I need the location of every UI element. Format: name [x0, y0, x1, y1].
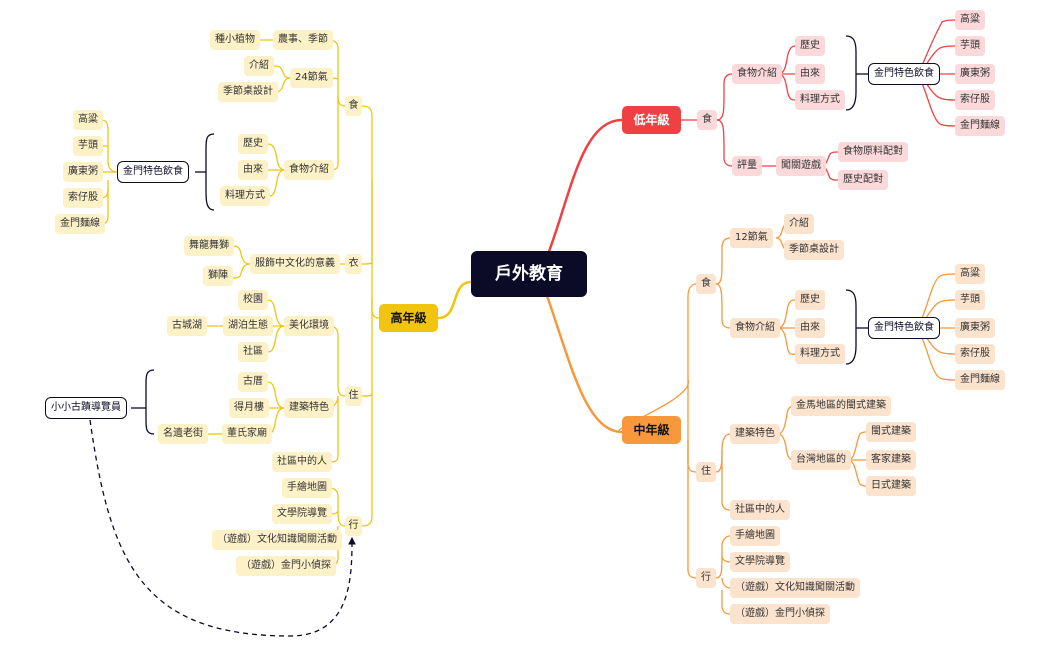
middle-specialty-item[interactable]: 高粱: [955, 264, 985, 284]
senior-plant-node[interactable]: 種小植物: [210, 30, 260, 50]
junior-specialty-item[interactable]: 廣東粥: [955, 64, 995, 84]
root-node[interactable]: 戶外教育: [471, 251, 587, 297]
middle-specialty-food-node[interactable]: 金門特色飲食: [868, 317, 940, 339]
middle-solar-terms-node[interactable]: 12節氣: [730, 228, 773, 248]
middle-travel-item[interactable]: （遊戲）文化知識闖關活動: [730, 578, 860, 598]
senior-travel-node[interactable]: 行: [345, 516, 362, 536]
senior-cooking-node[interactable]: 料理方式: [220, 186, 270, 206]
middle-living-node[interactable]: 住: [696, 462, 716, 482]
senior-travel-item[interactable]: （遊戲）金門小偵探: [236, 556, 336, 576]
senior-arch-node[interactable]: 建築特色: [284, 398, 334, 418]
junior-assessment-node[interactable]: 評量: [732, 156, 762, 176]
middle-hakka-style-node[interactable]: 客家建築: [866, 450, 916, 470]
junior-food-intro-node[interactable]: 食物介紹: [732, 64, 782, 84]
senior-farming-node[interactable]: 農事、季節: [273, 30, 333, 50]
senior-little-guide-node[interactable]: 小小古蹟導覽員: [45, 397, 127, 419]
middle-specialty-item[interactable]: 廣東粥: [955, 318, 995, 338]
senior-solar-terms-node[interactable]: 24節氣: [290, 68, 333, 88]
senior-origin-node[interactable]: 由來: [238, 160, 268, 180]
senior-beautify-node[interactable]: 美化環境: [284, 316, 334, 336]
senior-specialty-item[interactable]: 芋頭: [73, 136, 103, 156]
senior-dong-temple-node[interactable]: 董氏家廟: [222, 424, 272, 444]
senior-specialty-food-node[interactable]: 金門特色飲食: [117, 161, 189, 183]
senior-lake-ecology-node[interactable]: 湖泊生態: [223, 316, 273, 336]
junior-specialty-item[interactable]: 金門麵線: [955, 116, 1005, 136]
junior-specialty-food-node[interactable]: 金門特色飲食: [868, 63, 940, 85]
middle-specialty-item[interactable]: 芋頭: [955, 290, 985, 310]
junior-origin-node[interactable]: 由來: [795, 64, 825, 84]
senior-solar-intro-node[interactable]: 介紹: [244, 56, 274, 76]
senior-travel-item[interactable]: 文學院導覽: [272, 504, 332, 524]
middle-season-table-node[interactable]: 季節桌設計: [784, 240, 844, 260]
senior-old-street-node[interactable]: 名遺老街: [158, 424, 208, 444]
senior-lion-array-node[interactable]: 獅陣: [203, 266, 233, 286]
middle-taiwan-arch-node[interactable]: 台灣地區的: [791, 450, 851, 470]
junior-grade-node[interactable]: 低年級: [622, 106, 681, 134]
middle-origin-node[interactable]: 由來: [795, 318, 825, 338]
middle-community-people-node[interactable]: 社區中的人: [730, 500, 790, 520]
middle-travel-item[interactable]: （遊戲）金門小偵探: [730, 604, 830, 624]
senior-community-people-node[interactable]: 社區中的人: [272, 452, 332, 472]
senior-food-intro-node[interactable]: 食物介紹: [284, 160, 334, 180]
junior-challenge-game-node[interactable]: 闖關遊戲: [776, 156, 826, 176]
senior-old-house-node[interactable]: 古厝: [238, 372, 268, 392]
middle-history-node[interactable]: 歷史: [795, 290, 825, 310]
junior-ingredient-match-node[interactable]: 食物原料配對: [838, 142, 908, 162]
middle-cooking-node[interactable]: 料理方式: [795, 344, 845, 364]
middle-min-style-node[interactable]: 閩式建築: [866, 422, 916, 442]
senior-clothing-culture-node[interactable]: 服飾中文化的意義: [250, 254, 340, 274]
junior-food-node[interactable]: 食: [697, 110, 717, 130]
senior-grade-node[interactable]: 高年級: [379, 304, 438, 332]
middle-travel-item[interactable]: 文學院導覽: [730, 552, 790, 572]
middle-japanese-style-node[interactable]: 日式建築: [866, 476, 916, 496]
senior-food-node[interactable]: 食: [345, 96, 362, 116]
middle-food-node[interactable]: 食: [696, 274, 716, 294]
middle-solar-intro-node[interactable]: 介紹: [784, 214, 814, 234]
senior-specialty-item[interactable]: 索仔股: [63, 188, 103, 208]
junior-cooking-node[interactable]: 料理方式: [795, 90, 845, 110]
senior-deyue-tower-node[interactable]: 得月樓: [229, 398, 269, 418]
senior-community-node[interactable]: 社區: [238, 342, 268, 362]
middle-specialty-item[interactable]: 索仔股: [955, 344, 995, 364]
senior-history-node[interactable]: 歷史: [238, 134, 268, 154]
senior-season-table-node[interactable]: 季節桌設計: [218, 82, 278, 102]
senior-living-node[interactable]: 住: [345, 386, 362, 406]
middle-travel-item[interactable]: 手繪地圖: [730, 526, 780, 546]
junior-specialty-item[interactable]: 芋頭: [955, 36, 985, 56]
senior-specialty-item[interactable]: 廣東粥: [63, 162, 103, 182]
senior-clothing-node[interactable]: 衣: [345, 254, 362, 274]
junior-specialty-item[interactable]: 索仔股: [955, 90, 995, 110]
senior-gucheng-lake-node[interactable]: 古城湖: [167, 316, 207, 336]
middle-specialty-item[interactable]: 金門麵線: [955, 370, 1005, 390]
senior-travel-item[interactable]: 手繪地圖: [282, 478, 332, 498]
senior-specialty-item[interactable]: 高粱: [73, 110, 103, 130]
senior-specialty-item[interactable]: 金門麵線: [55, 214, 105, 234]
middle-food-intro-node[interactable]: 食物介紹: [730, 318, 780, 338]
senior-dragon-dance-node[interactable]: 舞龍舞獅: [184, 236, 234, 256]
junior-history-match-node[interactable]: 歷史配對: [838, 170, 888, 190]
middle-grade-node[interactable]: 中年級: [622, 416, 681, 444]
senior-travel-item[interactable]: （遊戲）文化知識闖關活動: [212, 530, 342, 550]
junior-history-node[interactable]: 歷史: [795, 36, 825, 56]
middle-arch-node[interactable]: 建築特色: [730, 424, 780, 444]
junior-specialty-item[interactable]: 高粱: [955, 10, 985, 30]
middle-matsu-arch-node[interactable]: 金馬地區的閩式建築: [791, 396, 891, 416]
middle-travel-node[interactable]: 行: [696, 568, 716, 588]
senior-campus-node[interactable]: 校園: [238, 290, 268, 310]
